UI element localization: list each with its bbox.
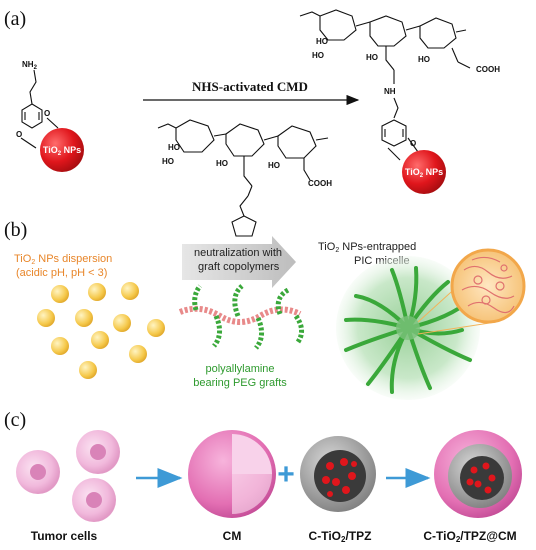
- tio2-nanoparticle-left: [40, 128, 84, 172]
- np-dot: [91, 331, 109, 349]
- tumor-nucleus: [30, 464, 46, 480]
- np-dot: [51, 337, 69, 355]
- cell-membrane-vesicle: [188, 430, 276, 518]
- np-dot: [51, 285, 69, 303]
- process-line2: graft copolymers: [198, 261, 280, 273]
- tumor-cells: [16, 430, 120, 522]
- o-label-3: O: [410, 139, 416, 148]
- reaction-label: NHS-activated CMD: [192, 79, 308, 94]
- np-dot: [147, 319, 165, 337]
- tumor-label: Tumor cells: [31, 529, 98, 543]
- dispersion-line1: TiO2 NPs dispersion: [14, 253, 112, 266]
- panel-c: (c) Tumor cells CM +: [4, 409, 522, 544]
- tio2-particles-dispersion: [37, 282, 165, 379]
- np-dot: [129, 345, 147, 363]
- peg-graft: [192, 284, 203, 311]
- plus-sign: +: [277, 458, 295, 491]
- final-core: [460, 456, 504, 500]
- oh-label-p2: HO: [312, 51, 324, 60]
- cm-cutaway-inner: [232, 474, 272, 514]
- micelle-zoom: [417, 248, 526, 335]
- tio2-nanoparticle-right: [402, 150, 446, 194]
- oh-label-1: HO: [168, 143, 180, 152]
- nhs-cmd-structure: HO HO HO HO COOH: [157, 119, 332, 237]
- process-line1: neutralization with: [194, 247, 282, 259]
- oh-label-p3: HO: [366, 53, 378, 62]
- np-dot: [121, 282, 139, 300]
- peg-graft: [211, 314, 222, 348]
- process-arrow: [182, 236, 296, 288]
- oh-label-4: HO: [268, 161, 280, 170]
- amine-label: NH2: [22, 60, 38, 71]
- np-dot: [88, 283, 106, 301]
- zoom-circle: [450, 248, 526, 324]
- np-label-right: TiO2 NPs: [405, 167, 443, 179]
- panel-b-label: (b): [4, 219, 27, 241]
- peg-graft: [293, 314, 304, 344]
- c-tio2-tpz-particle: [300, 436, 376, 512]
- ctio2-core: [314, 450, 366, 502]
- cm-label: CM: [223, 529, 242, 543]
- oh-label-2: HO: [162, 157, 174, 166]
- np-dot: [79, 361, 97, 379]
- peg-graft: [232, 284, 244, 317]
- oh-label-3: HO: [216, 159, 228, 168]
- panel-b: (b) TiO2 NPs dispersion (acidic pH, pH <…: [4, 219, 526, 400]
- oh-label-p4: HO: [418, 55, 430, 64]
- micelle-core: [396, 316, 420, 340]
- polyallylamine-backbone: [178, 305, 302, 325]
- o-label-1: O: [44, 109, 50, 118]
- np-dot: [37, 309, 55, 327]
- np-label-left: TiO2 NPs: [43, 145, 81, 157]
- np-dot: [113, 314, 131, 332]
- pic-micelle: [336, 256, 480, 400]
- cooh-label-product: COOH: [476, 65, 500, 74]
- polymer-line2: bearing PEG grafts: [193, 377, 287, 389]
- polymer-line1: polyallylamine: [205, 363, 274, 375]
- micelle-line1: TiO2 NPs-entrapped: [318, 241, 416, 254]
- graft-copolymer: [178, 284, 304, 350]
- tumor-nucleus: [86, 492, 102, 508]
- peg-graft: [275, 287, 290, 315]
- c-tio2-tpz-cm-particle: [434, 430, 522, 518]
- peg-graft: [253, 316, 264, 350]
- amide-label: NH: [384, 87, 396, 96]
- tumor-nucleus: [90, 444, 106, 460]
- o-label-2: O: [16, 130, 22, 139]
- oh-label-p1: HO: [316, 37, 328, 46]
- np-dot: [75, 309, 93, 327]
- cooh-label-nhs: COOH: [308, 179, 332, 188]
- final-label: C-TiO2/TPZ@CM: [423, 529, 516, 544]
- dopamine-tio2-structure: NH2 O O TiO2 NPs: [16, 60, 84, 172]
- product-structure: HO HO HO HO COOH NH O TiO2 NPs: [299, 9, 500, 194]
- panel-a: (a) NH2 O O TiO2 NPs NHS-activated CMD: [4, 8, 500, 237]
- cm-cutaway: [232, 434, 272, 474]
- panel-c-label: (c): [4, 409, 26, 431]
- dispersion-line2: (acidic pH, pH < 3): [16, 267, 107, 279]
- panel-a-label: (a): [4, 8, 26, 30]
- ctio2-label: C-TiO2/TPZ: [309, 529, 372, 544]
